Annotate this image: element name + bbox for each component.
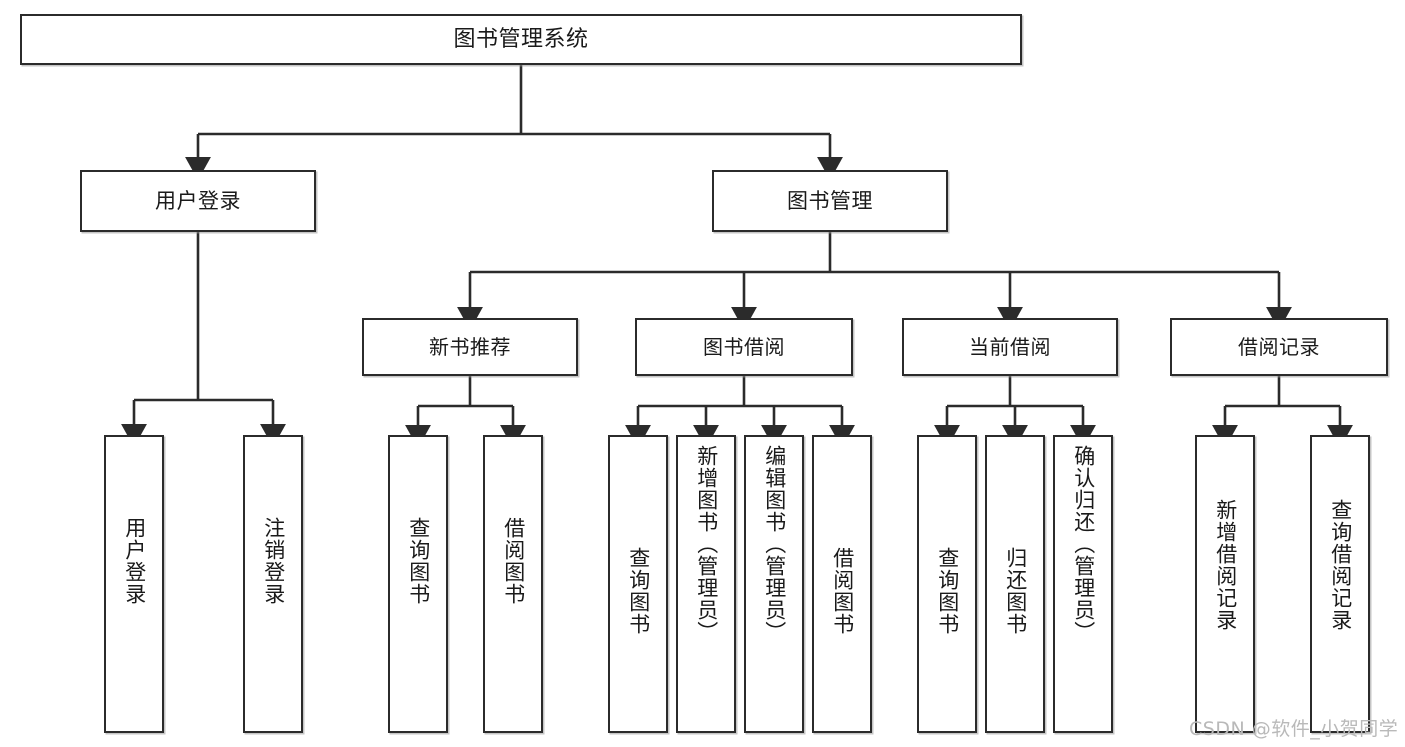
leaf-borrow-book-new[interactable]: 借阅图书 [483,435,543,733]
node-book-management[interactable]: 图书管理 [712,170,948,232]
leaf-borrow-book-new-label: 借阅图书 [501,517,526,605]
node-borrow-record[interactable]: 借阅记录 [1170,318,1388,376]
node-user-login[interactable]: 用户登录 [80,170,316,232]
leaf-add-book-admin[interactable]: 新增图书（管理员） [676,435,736,733]
leaf-confirm-return-admin[interactable]: 确认归还（管理员） [1053,435,1113,733]
node-new-book-recommend-label: 新书推荐 [429,334,511,359]
node-new-book-recommend[interactable]: 新书推荐 [362,318,578,376]
leaf-borrow-book-label: 借阅图书 [830,547,855,635]
node-book-borrow[interactable]: 图书借阅 [635,318,853,376]
leaf-logout-label: 注销登录 [261,517,286,605]
node-current-borrow-label: 当前借阅 [969,334,1051,359]
node-user-login-label: 用户登录 [155,188,241,213]
leaf-add-borrow-record-label: 新增借阅记录 [1213,499,1238,631]
leaf-add-book-admin-label: 新增图书（管理员） [694,445,719,643]
node-root-label: 图书管理系统 [453,26,589,52]
leaf-user-login-label: 用户登录 [122,517,147,605]
leaf-return-book-label: 归还图书 [1003,547,1028,635]
node-book-management-label: 图书管理 [787,188,873,213]
leaf-query-book-new[interactable]: 查询图书 [388,435,448,733]
leaf-query-book-new-label: 查询图书 [406,517,431,605]
leaf-edit-book-admin[interactable]: 编辑图书（管理员） [744,435,804,733]
leaf-query-borrow-record[interactable]: 查询借阅记录 [1310,435,1370,733]
leaf-query-book-borrow-label: 查询图书 [626,547,651,635]
leaf-add-borrow-record[interactable]: 新增借阅记录 [1195,435,1255,733]
node-current-borrow[interactable]: 当前借阅 [902,318,1118,376]
leaf-confirm-return-admin-label: 确认归还（管理员） [1071,445,1096,643]
leaf-query-book-current-label: 查询图书 [935,547,960,635]
leaf-user-login[interactable]: 用户登录 [104,435,164,733]
node-borrow-record-label: 借阅记录 [1238,334,1320,359]
leaf-logout[interactable]: 注销登录 [243,435,303,733]
leaf-query-book-current[interactable]: 查询图书 [917,435,977,733]
node-root[interactable]: 图书管理系统 [20,14,1022,65]
node-book-borrow-label: 图书借阅 [703,334,785,359]
csdn-watermark: CSDN @软件_小贺同学 [1189,718,1399,740]
leaf-query-book-borrow[interactable]: 查询图书 [608,435,668,733]
leaf-return-book[interactable]: 归还图书 [985,435,1045,733]
leaf-edit-book-admin-label: 编辑图书（管理员） [762,445,787,643]
leaf-query-borrow-record-label: 查询借阅记录 [1328,499,1353,631]
leaf-borrow-book[interactable]: 借阅图书 [812,435,872,733]
